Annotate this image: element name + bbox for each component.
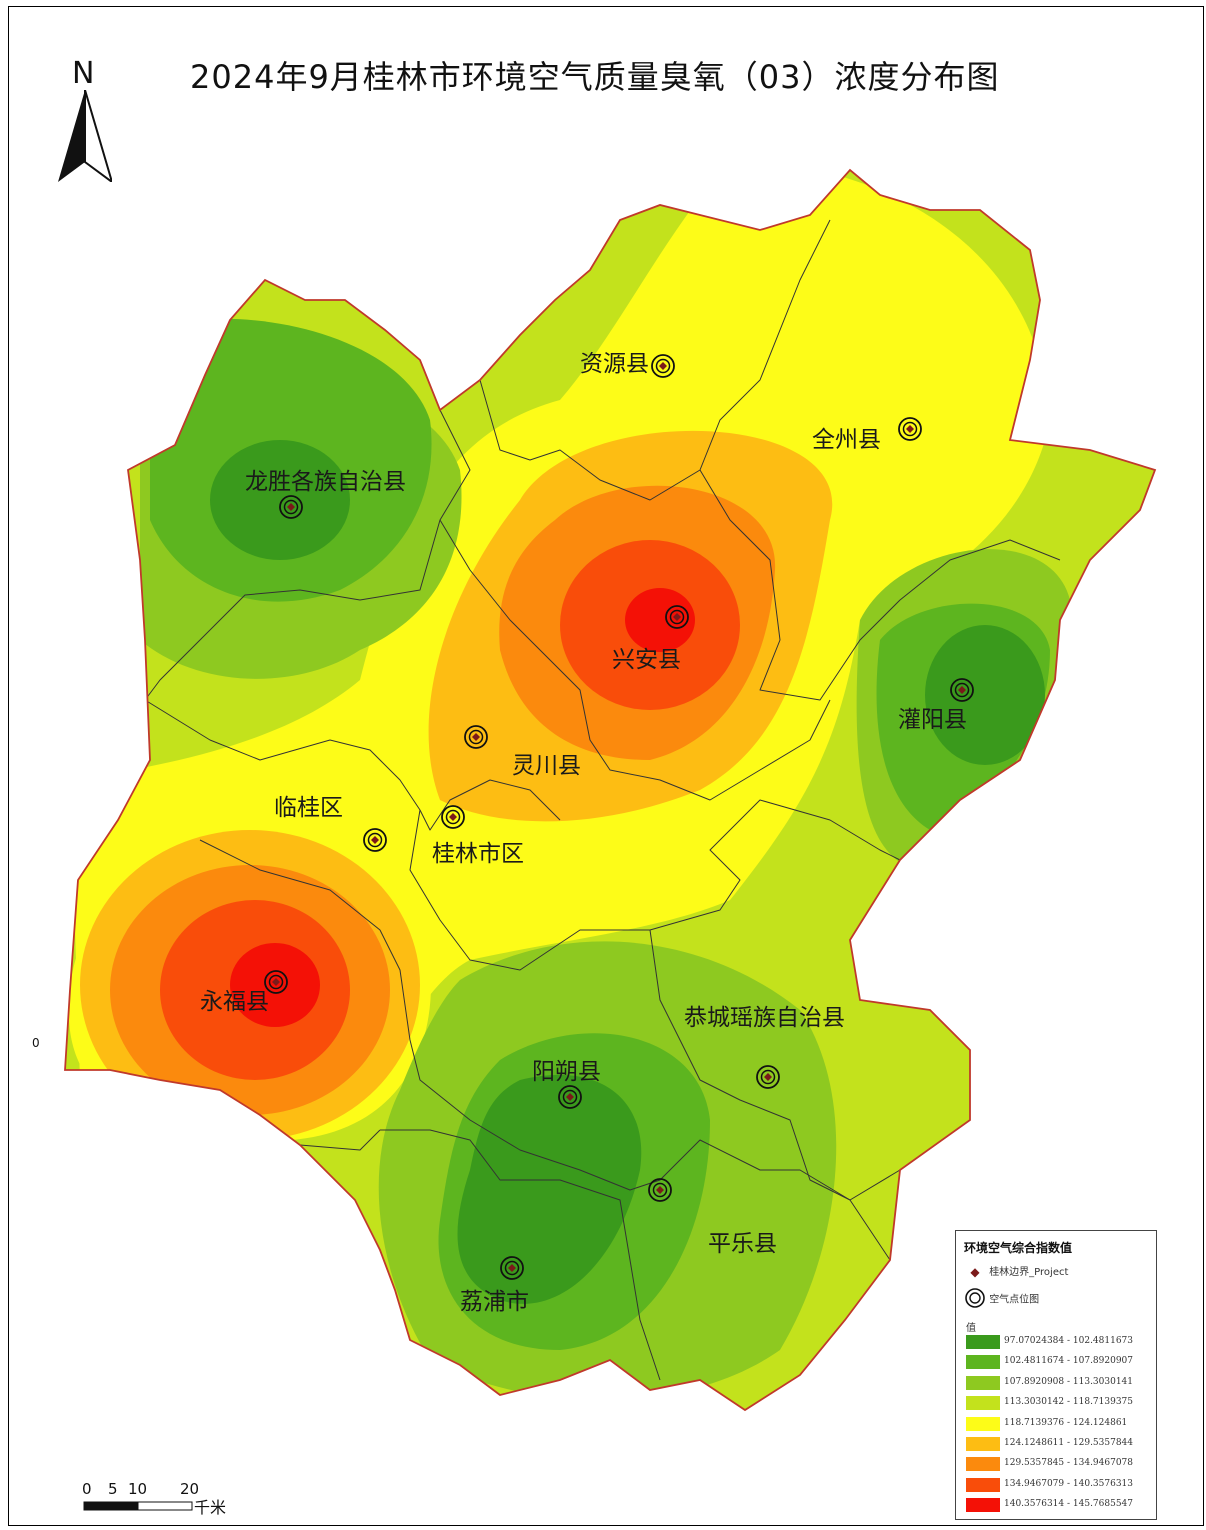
- scale-tick-label: 0: [82, 1480, 92, 1498]
- station-marker-icon: [950, 678, 974, 702]
- map-frame: [8, 6, 1204, 1526]
- legend-field-label: 值: [966, 1323, 976, 1334]
- legend-boundary-row: ◆ 桂林边界_Project: [964, 1263, 1068, 1279]
- legend-swatch: [966, 1457, 1000, 1472]
- boundary-diamond-icon: ◆: [970, 1265, 980, 1279]
- legend-class-label: 129.5357845 - 134.9467078: [1004, 1458, 1134, 1469]
- boundary-ziyuan: [479, 219, 831, 501]
- place-label: 桂林市区: [432, 841, 524, 867]
- legend-class-row: 113.3030142 - 118.7139375: [966, 1396, 1152, 1411]
- station-symbols: [264, 354, 974, 1280]
- legend-boundary-label: 桂林边界_Project: [989, 1267, 1069, 1278]
- boundary-pingle: [380, 1129, 661, 1381]
- scale-tick-label: 10: [128, 1480, 148, 1498]
- boundary-lipu: [299, 1129, 381, 1151]
- boundary-yongfu: [199, 839, 891, 1261]
- scale-tick-label: 20: [180, 1480, 200, 1498]
- place-label: 龙胜各族自治县: [245, 469, 406, 495]
- legend-swatch: [966, 1396, 1000, 1411]
- scale-unit: 千米: [194, 1498, 227, 1517]
- legend-class-row: 129.5357845 - 134.9467078: [966, 1457, 1152, 1472]
- legend-class-label: 124.1248611 - 129.5357844: [1004, 1438, 1134, 1448]
- legend-class-row: 102.4811674 - 107.8920907: [966, 1355, 1152, 1370]
- station-marker-icon: [279, 495, 303, 519]
- class-fill-9: [625, 588, 695, 652]
- station-marker-icon: [651, 354, 675, 378]
- place-label: 灵川县: [512, 753, 581, 779]
- legend-swatch: [966, 1477, 1000, 1492]
- legend-station-row: 空气点位图: [964, 1287, 1039, 1312]
- class-fill-1c: [457, 1074, 642, 1304]
- station-marker-icon: [648, 1178, 672, 1202]
- scale-bar-graphic: [83, 1501, 193, 1511]
- boundary-longsheng: [144, 409, 471, 701]
- place-label: 永福县: [200, 989, 269, 1015]
- legend-class-label: 140.3576314 - 145.7685547: [1004, 1499, 1134, 1510]
- boundary-guilin: [409, 799, 901, 971]
- place-label: 阳朔县: [532, 1059, 601, 1085]
- legend-class-label: 97.07024384 - 102.4811673: [1004, 1336, 1134, 1346]
- boundary-quanzhou: [699, 469, 1061, 701]
- legend-class-label: 102.4811674 - 107.8920907: [1004, 1356, 1134, 1367]
- station-marker-icon: [464, 725, 488, 749]
- station-marker-icon: [665, 605, 689, 629]
- north-arrow-icon: [58, 90, 112, 182]
- legend-class-label: 134.9467079 - 140.3576313: [1004, 1478, 1134, 1489]
- scale-tick-label: 5: [108, 1480, 118, 1498]
- place-label: 临桂区: [274, 795, 343, 821]
- boundary-gongcheng: [649, 929, 901, 1201]
- county-boundaries: [144, 219, 1061, 1381]
- station-marker-icon: [264, 970, 288, 994]
- legend-class-label: 107.8920908 - 113.3030141: [1004, 1376, 1134, 1387]
- place-label: 资源县: [580, 351, 649, 377]
- legend-class-row: 118.7139376 - 124.124861: [966, 1416, 1152, 1431]
- station-marker-icon: [500, 1256, 524, 1280]
- legend-swatch: [966, 1335, 1000, 1349]
- boundary-xingan: [439, 519, 831, 801]
- legend: 环境空气综合指数值 ◆ 桂林边界_Project 空气点位图 值 97.0702…: [955, 1230, 1157, 1520]
- place-label: 灌阳县: [898, 707, 967, 733]
- legend-class-row: 140.3576314 - 145.7685547: [966, 1498, 1152, 1513]
- station-marker-icon: [441, 805, 465, 829]
- station-marker-icon: [558, 1085, 582, 1109]
- legend-swatch: [966, 1416, 1000, 1431]
- place-label: 全州县: [812, 427, 881, 453]
- legend-class-label: 113.3030142 - 118.7139375: [1004, 1397, 1134, 1408]
- place-label: 平乐县: [708, 1231, 777, 1257]
- boundary-lingchuan: [144, 699, 561, 831]
- station-marker-icon: [756, 1065, 780, 1089]
- legend-class-row: 134.9467079 - 140.3576313: [966, 1477, 1152, 1492]
- north-arrow-label: N: [72, 56, 95, 91]
- legend-class-label: 118.7139376 - 124.124861: [1004, 1417, 1128, 1428]
- legend-swatch: [966, 1437, 1000, 1451]
- legend-title: 环境空气综合指数值: [964, 1241, 1073, 1255]
- legend-class-row: 97.07024384 - 102.4811673: [966, 1335, 1152, 1349]
- legend-station-label: 空气点位图: [989, 1294, 1040, 1306]
- legend-swatch: [966, 1355, 1000, 1370]
- legend-swatch: [966, 1498, 1000, 1513]
- margin-label: 0: [32, 1036, 40, 1050]
- class-fill-1b: [925, 625, 1045, 765]
- legend-swatch: [966, 1375, 1000, 1390]
- place-label: 恭城瑶族自治县: [684, 1005, 845, 1031]
- station-ring-icon: [964, 1287, 986, 1312]
- station-marker-icon: [898, 417, 922, 441]
- map-title: 2024年9月桂林市环境空气质量臭氧（03）浓度分布图: [190, 58, 1000, 96]
- place-label: 荔浦市: [460, 1289, 529, 1315]
- legend-class-row: 124.1248611 - 129.5357844: [966, 1437, 1152, 1451]
- station-marker-icon: [363, 828, 387, 852]
- place-label: 兴安县: [612, 647, 681, 673]
- class-fill-1: [210, 440, 350, 560]
- legend-class-row: 107.8920908 - 113.3030141: [966, 1375, 1152, 1390]
